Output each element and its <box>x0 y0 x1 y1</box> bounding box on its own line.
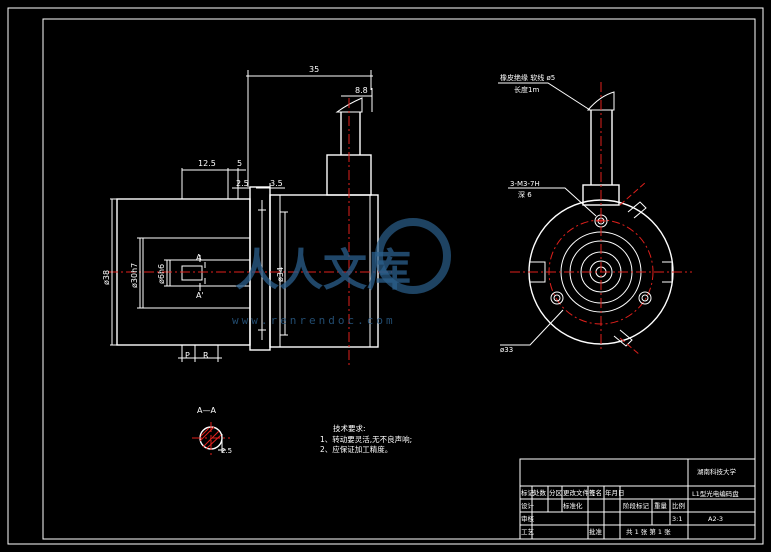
tb-check: 审核 <box>521 514 535 523</box>
outer-frame <box>7 7 764 545</box>
tb-sheet: 共 1 张 第 1 张 <box>626 527 671 536</box>
tb-craft: 工艺 <box>521 528 535 536</box>
tb-zone: 分区 <box>549 488 563 497</box>
front-view: 橡皮绝缘 软线 ø5 长度1m 3-M3-7H 深 6 ø33 <box>498 73 692 356</box>
dim-dia-30h7: ø30h7 <box>130 263 139 288</box>
tb-design: 设计 <box>521 501 535 510</box>
dim-section-2-5: 2.5 <box>221 447 232 455</box>
tb-school: 湖南科技大学 <box>697 467 737 476</box>
dim-dia-33: ø33 <box>500 346 513 354</box>
section-title: A—A <box>197 406 216 415</box>
tb-drawing-no: A2-3 <box>708 515 723 523</box>
section-aa: A—A 2.5 <box>192 406 232 455</box>
tb-qty: 处数 <box>533 488 547 497</box>
tech-item-1: 1、转动要灵活,无不良声响; <box>320 434 412 444</box>
tb-mark: 标记 <box>521 488 535 497</box>
dim-8-8: 8.8 <box>355 86 368 95</box>
cable-note: 橡皮绝缘 软线 ø5 <box>500 73 555 82</box>
dim-12-5: 12.5 <box>198 159 216 168</box>
dim-5: 5 <box>237 159 242 168</box>
section-mark-a: A <box>196 253 202 262</box>
dim-dia-6h6: ø6h6 <box>157 264 166 284</box>
tb-scale: 3:1 <box>672 515 682 523</box>
tech-requirements: 技术要求: 1、转动要灵活,无不良声响; 2、应保证加工精度。 <box>320 423 412 454</box>
tb-approve: 批准 <box>589 527 603 536</box>
watermark: 人人文库 www.renrendoc.com <box>232 218 451 327</box>
tech-item-2: 2、应保证加工精度。 <box>320 444 392 454</box>
side-view: 35 8.8 12.5 5 2.5 3.5 ø38 ø30h7 ø6h6 ø34… <box>102 65 392 365</box>
tb-std: 标准化 <box>563 501 583 510</box>
thread-depth: 深 6 <box>518 190 532 199</box>
tb-change: 更改文件号 <box>563 488 596 497</box>
tb-part-name: L1型光电编码盘 <box>692 489 739 498</box>
tb-ratio: 比例 <box>672 501 685 510</box>
dim-p: P <box>185 351 190 360</box>
dim-35: 35 <box>309 65 319 74</box>
cable-length: 长度1m <box>514 85 539 94</box>
dim-dia-34: ø34 <box>276 267 285 282</box>
watermark-text: 人人文库 <box>235 245 411 296</box>
tb-sign: 签名 <box>589 488 602 497</box>
tech-title: 技术要求: <box>333 423 366 433</box>
tb-stage: 阶段标记 <box>623 501 650 510</box>
dim-2-5: 2.5 <box>236 179 249 188</box>
tb-date: 年月日 <box>605 488 625 497</box>
tb-weight: 重量 <box>654 502 668 510</box>
thread-note: 3-M3-7H <box>510 180 540 188</box>
watermark-url: www.renrendoc.com <box>232 314 396 327</box>
dim-r: R <box>203 351 209 360</box>
title-block: 标记 处数 分区 更改文件号 签名 年月日 设计 标准化 阶段标记 重量 比例 … <box>519 458 756 540</box>
section-mark-a-prime: A' <box>196 291 204 300</box>
inner-frame <box>42 18 756 540</box>
dim-dia-38: ø38 <box>102 270 111 285</box>
dim-3-5: 3.5 <box>270 179 283 188</box>
